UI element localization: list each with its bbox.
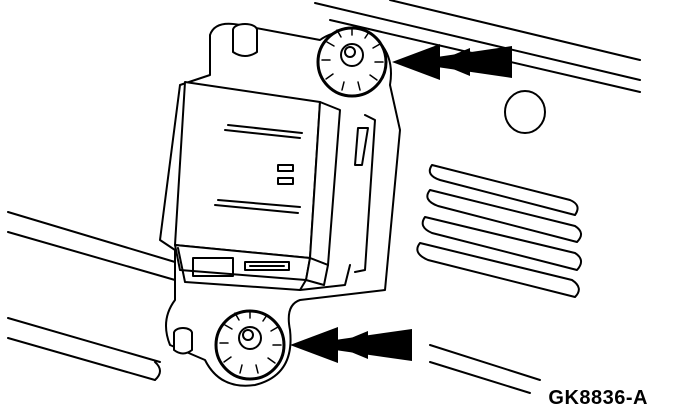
figure-reference-label: GK8836-A (548, 387, 648, 409)
alignment-stud-top (232, 23, 258, 57)
retaining-nut-bottom (214, 309, 286, 381)
retaining-nut-top (316, 26, 388, 98)
mounting-hole (504, 90, 546, 134)
arrow-bottom-nut (290, 327, 412, 363)
bracket-inner-edge (299, 114, 376, 291)
arrow-top-nut (392, 44, 512, 80)
alignment-stud-bottom (173, 327, 193, 355)
ventilation-slots (416, 164, 582, 298)
panel-edge-lines (7, 0, 641, 394)
module-body (174, 81, 369, 291)
